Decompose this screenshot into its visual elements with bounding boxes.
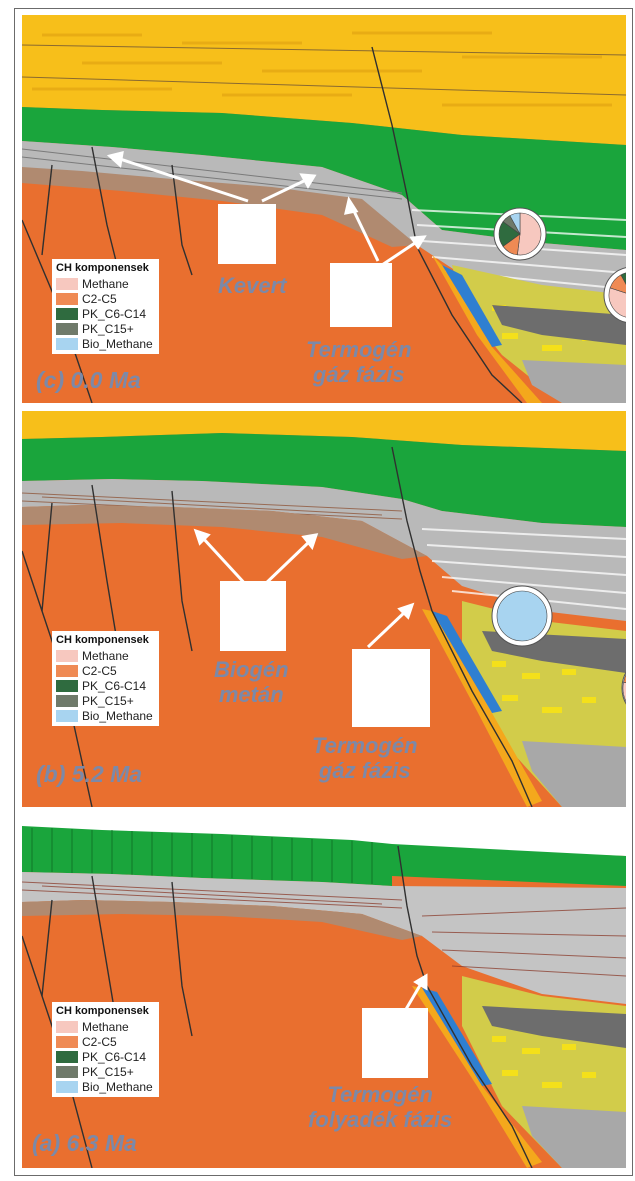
legend-label: C2-C5	[82, 1034, 117, 1049]
pie-slice-pk-c6-c14	[620, 272, 626, 285]
age-label-c: (c) 0.0 Ma	[36, 367, 141, 393]
pie-slice-c2-c5	[623, 674, 626, 683]
legend-title: CH komponensek	[56, 262, 149, 274]
legend-label: Methane	[82, 1019, 129, 1034]
legend-label: PK_C6-C14	[82, 306, 147, 321]
legend-label: C2-C5	[82, 291, 117, 306]
note-line: folyadék fázis	[308, 1107, 453, 1132]
note-line: gáz fázis	[318, 758, 411, 783]
legend-label: PK_C15+	[82, 1064, 134, 1079]
note-line: gáz fázis	[312, 362, 405, 387]
pie-slice-methane	[622, 681, 626, 702]
legend-b: CH komponensek Methane C2-C5 PK_C6-C14 P…	[52, 631, 159, 726]
note-line: Biogén	[214, 657, 289, 682]
legend-item-pk-c6-c14: PK_C6-C14	[56, 678, 153, 693]
legend-item-c2-c5: C2-C5	[56, 1034, 153, 1049]
note-biogenic: Biogén metán	[214, 657, 289, 707]
pie-inset-thermo-liquid	[362, 1008, 428, 1078]
legend-item-c2-c5: C2-C5	[56, 663, 153, 678]
panel-a: CH komponensek Methane C2-C5 PK_C6-C14 P…	[22, 816, 626, 1168]
legend-swatch	[56, 649, 78, 662]
cross-section-a	[22, 816, 626, 1168]
pie-thermo-liquid	[362, 1008, 626, 1078]
pie-biogenic	[491, 585, 553, 647]
note-mixed: Kevert	[218, 273, 287, 298]
legend-swatch	[56, 664, 78, 677]
legend-swatch	[56, 277, 78, 290]
legend-item-pk-c6-c14: PK_C6-C14	[56, 1049, 153, 1064]
legend-label: Bio_Methane	[82, 1079, 153, 1094]
legend-label: Bio_Methane	[82, 708, 153, 723]
pie-thermo-gas-b	[621, 671, 626, 705]
legend-swatch	[56, 337, 78, 350]
pie-inset-thermo-gas-b	[352, 649, 626, 727]
legend-swatch	[56, 322, 78, 335]
age-label-a: (a) 6.3 Ma	[32, 1130, 137, 1156]
legend-swatch	[56, 307, 78, 320]
pie-inset-thermo-gas-c	[330, 263, 626, 327]
pie-inset-biogenic	[220, 581, 553, 651]
note-line: Termogén	[306, 337, 412, 362]
pie-slice-bio-methane	[496, 590, 548, 642]
legend-title: CH komponensek	[56, 634, 149, 646]
note-thermo-gas-b: Termogén gáz fázis	[312, 733, 418, 783]
note-line: Termogén	[327, 1082, 433, 1107]
legend-swatch	[56, 694, 78, 707]
legend-item-methane: Methane	[56, 648, 153, 663]
legend-item-pk-c15: PK_C15+	[56, 1064, 153, 1079]
legend-title: CH komponensek	[56, 1005, 149, 1017]
pie-slice-methane	[517, 212, 542, 256]
panel-c: CH komponensek Methane C2-C5 PK_C6-C14 P…	[22, 15, 626, 403]
note-line: Termogén	[312, 733, 418, 758]
pie-slice-methane	[608, 287, 626, 318]
pie-mixed	[493, 207, 547, 261]
legend-item-bio-methane: Bio_Methane	[56, 708, 153, 723]
legend-swatch	[56, 1020, 78, 1033]
legend-item-pk-c15: PK_C15+	[56, 321, 153, 336]
legend-swatch	[56, 679, 78, 692]
legend-a: CH komponensek Methane C2-C5 PK_C6-C14 P…	[52, 1002, 159, 1097]
note-thermo-liquid: Termogén folyadék fázis	[308, 1082, 452, 1132]
legend-label: Bio_Methane	[82, 336, 153, 351]
pie-slice-bio-methane	[509, 212, 521, 235]
note-line: metán	[218, 682, 284, 707]
legend-label: C2-C5	[82, 663, 117, 678]
legend-item-pk-c6-c14: PK_C6-C14	[56, 306, 153, 321]
legend-label: PK_C15+	[82, 693, 134, 708]
legend-swatch	[56, 1065, 78, 1078]
legend-swatch	[56, 1035, 78, 1048]
legend-item-pk-c15: PK_C15+	[56, 693, 153, 708]
panel-b: CH komponensek Methane C2-C5 PK_C6-C14 P…	[22, 411, 626, 807]
legend-label: PK_C15+	[82, 321, 134, 336]
legend-item-bio-methane: Bio_Methane	[56, 1079, 153, 1094]
pie-inset-mixed	[218, 204, 547, 264]
legend-c: CH komponensek Methane C2-C5 PK_C6-C14 P…	[52, 259, 159, 354]
age-label-b: (b) 5.2 Ma	[36, 761, 143, 787]
legend-swatch	[56, 1080, 78, 1093]
legend-swatch	[56, 292, 78, 305]
note-thermo-gas-c: Termogén gáz fázis	[306, 337, 412, 387]
legend-item-methane: Methane	[56, 276, 153, 291]
legend-label: PK_C6-C14	[82, 678, 147, 693]
legend-item-methane: Methane	[56, 1019, 153, 1034]
legend-item-c2-c5: C2-C5	[56, 291, 153, 306]
pie-thermo-gas-c	[603, 267, 626, 323]
legend-item-bio-methane: Bio_Methane	[56, 336, 153, 351]
legend-label: PK_C6-C14	[82, 1049, 147, 1064]
legend-label: Methane	[82, 276, 129, 291]
legend-swatch	[56, 709, 78, 722]
legend-label: Methane	[82, 648, 129, 663]
legend-swatch	[56, 1050, 78, 1063]
